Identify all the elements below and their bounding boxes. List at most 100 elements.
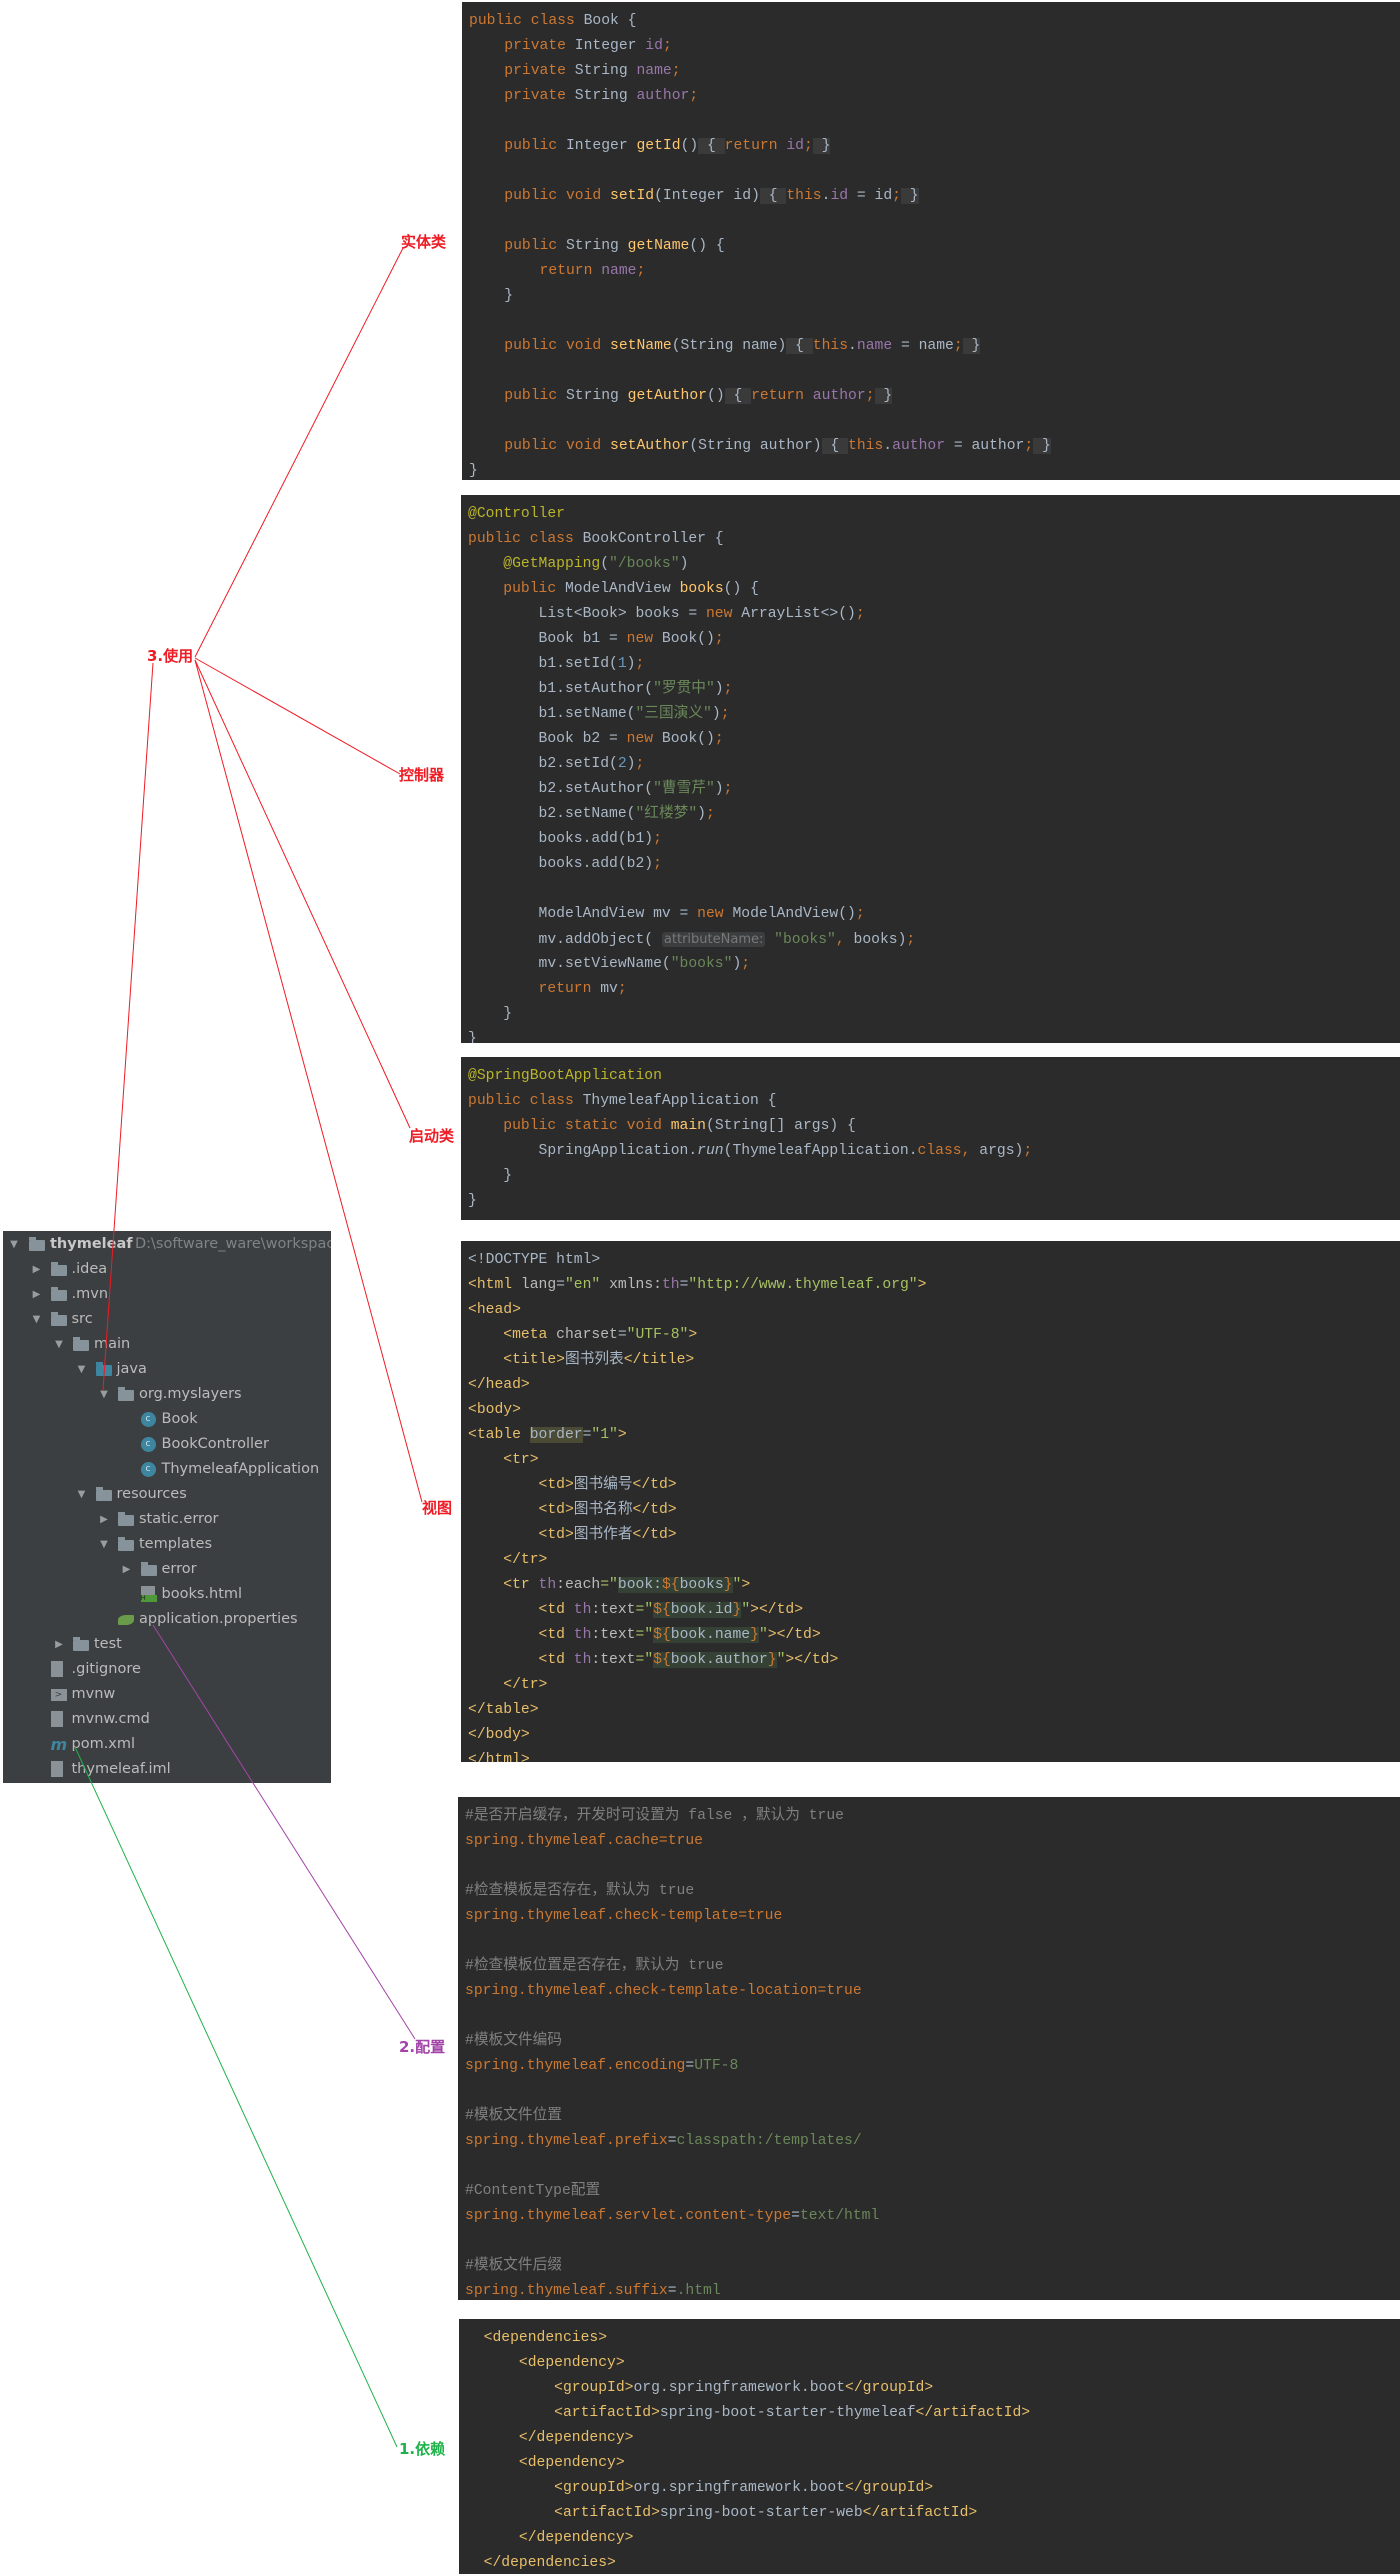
chevron-down-icon[interactable]: ▼ bbox=[100, 1389, 108, 1400]
tree-item[interactable]: .gitignore bbox=[3, 1657, 331, 1682]
chevron-right-icon[interactable]: ▶ bbox=[122, 1564, 131, 1575]
code-line bbox=[469, 359, 1400, 384]
code-token: " bbox=[758, 1627, 768, 1643]
code-token: String bbox=[574, 63, 637, 79]
tree-item[interactable]: ▶ .idea bbox=[3, 1257, 331, 1282]
code-token: =" bbox=[635, 1652, 654, 1668]
code-token: ArrayList<>() bbox=[741, 606, 856, 622]
code-token: > bbox=[917, 1277, 927, 1293]
code-line bbox=[468, 877, 1400, 902]
chevron-down-icon[interactable]: ▼ bbox=[55, 1339, 63, 1350]
tree-item[interactable]: ▶error bbox=[3, 1557, 331, 1582]
code-token: </td> bbox=[632, 1502, 677, 1518]
chevron-right-icon[interactable]: ▶ bbox=[55, 1639, 63, 1650]
code-token: } bbox=[468, 1168, 513, 1184]
code-token: id bbox=[645, 38, 663, 54]
code-token: th bbox=[573, 1652, 592, 1668]
tree-item-label: mvnw.cmd bbox=[71, 1711, 150, 1727]
code-token: ${ bbox=[661, 1577, 680, 1593]
tree-item[interactable]: ▼main bbox=[3, 1332, 331, 1357]
project-path: D:\software_ware\workspac bbox=[135, 1236, 331, 1252]
chevron-right-icon[interactable]: ▶ bbox=[32, 1264, 41, 1275]
chevron-right-icon[interactable]: ▶ bbox=[32, 1289, 41, 1300]
code-line: </head> bbox=[468, 1373, 1400, 1398]
code-token: "UTF-8" bbox=[626, 1327, 689, 1343]
tree-item[interactable]: >mvnw bbox=[3, 1682, 331, 1707]
tree-item[interactable]: ▼java bbox=[3, 1357, 331, 1382]
tree-item[interactable]: ▼resources bbox=[3, 1482, 331, 1507]
code-token: book: bbox=[617, 1577, 662, 1593]
code-token: ; bbox=[804, 138, 813, 154]
chevron-down-icon[interactable]: ▼ bbox=[77, 1489, 86, 1500]
tree-item-label: ThymeleafApplication bbox=[161, 1461, 320, 1477]
code-token: ; bbox=[865, 388, 875, 404]
code-line: <body> bbox=[468, 1398, 1400, 1423]
chevron-down-icon[interactable]: ▼ bbox=[77, 1364, 86, 1375]
code-token: ModelAndView mv = bbox=[468, 906, 698, 922]
code-token: 图书名称 bbox=[573, 1502, 633, 1518]
code-token: ; bbox=[706, 806, 715, 822]
code-token: @SpringBootApplication bbox=[468, 1068, 662, 1084]
code-token: new bbox=[705, 606, 742, 622]
code-token: Integer bbox=[574, 38, 646, 54]
code-line: b2.setName("红楼梦"); bbox=[468, 802, 1400, 827]
code-token: ) bbox=[711, 706, 721, 722]
code-line: Book b1 = new Book(); bbox=[468, 627, 1400, 652]
tree-item[interactable]: books.html bbox=[3, 1582, 331, 1607]
code-token: () bbox=[680, 138, 699, 154]
tree-item-label: .idea bbox=[71, 1261, 108, 1277]
chevron-down-icon[interactable]: ▼ bbox=[10, 1239, 18, 1250]
code-token: @Controller bbox=[468, 506, 565, 522]
code-token: books) bbox=[853, 932, 907, 948]
tree-item[interactable]: thymeleaf.iml bbox=[3, 1757, 331, 1782]
chevron-down-icon[interactable]: ▼ bbox=[32, 1314, 41, 1325]
code-token: xmlns: bbox=[609, 1277, 662, 1293]
code-token: name bbox=[601, 263, 637, 279]
code-line: SpringApplication.run(ThymeleafApplicati… bbox=[468, 1139, 1400, 1164]
code-token: new bbox=[697, 906, 733, 922]
tree-item[interactable]: mvnw.cmd bbox=[3, 1707, 331, 1732]
tree-item[interactable]: ▼org.myslayers bbox=[3, 1382, 331, 1407]
code-token: <head> bbox=[468, 1302, 521, 1318]
code-token: lang bbox=[520, 1277, 557, 1293]
folder-icon bbox=[73, 1337, 89, 1351]
code-token: private bbox=[469, 38, 575, 54]
code-token: main bbox=[670, 1118, 706, 1134]
code-token: charset bbox=[556, 1327, 618, 1343]
code-line bbox=[465, 1854, 1400, 1879]
code-line: #模板文件编码 bbox=[465, 2029, 1400, 2054]
code-token: this bbox=[848, 438, 884, 454]
code-token: public void bbox=[469, 188, 611, 204]
class-icon: c bbox=[140, 1437, 156, 1452]
code-token: ; bbox=[714, 631, 724, 647]
code-token: author bbox=[636, 88, 690, 104]
tree-item[interactable]: ▶test bbox=[3, 1632, 331, 1657]
code-token: = bbox=[617, 1327, 627, 1343]
code-line: <groupId>org.springframework.boot</group… bbox=[466, 2476, 1400, 2501]
code-token: b2.setAuthor( bbox=[468, 781, 654, 797]
code-token: . bbox=[883, 438, 893, 454]
code-token: " bbox=[776, 1652, 786, 1668]
tree-item-label: Book bbox=[161, 1411, 198, 1427]
tree-item[interactable]: ▶.mvn bbox=[3, 1282, 331, 1307]
code-line: <td th:text="${book.id}"></td> bbox=[468, 1598, 1400, 1623]
code-token: (String name) bbox=[671, 338, 787, 354]
tree-item[interactable]: ▼templates bbox=[3, 1532, 331, 1557]
chevron-down-icon[interactable]: ▼ bbox=[100, 1539, 108, 1550]
code-token: "曹雪芹" bbox=[653, 781, 715, 797]
tree-item[interactable]: ▶static.error bbox=[3, 1507, 331, 1532]
code-token: ; bbox=[636, 263, 646, 279]
code-line: <!DOCTYPE html> bbox=[468, 1248, 1400, 1273]
code-line: #ContentType配置 bbox=[465, 2179, 1400, 2204]
module-file-icon bbox=[50, 1761, 63, 1777]
code-line: <table border="1"> bbox=[468, 1423, 1400, 1448]
chevron-right-icon[interactable]: ▶ bbox=[100, 1514, 108, 1525]
code-token: String bbox=[574, 88, 637, 104]
tree-root-row[interactable]: ▼ thymeleaf D:\software_ware\workspac bbox=[3, 1232, 331, 1257]
tree-item[interactable]: application.properties bbox=[3, 1607, 331, 1632]
tree-item[interactable]: ▼src bbox=[3, 1307, 331, 1332]
